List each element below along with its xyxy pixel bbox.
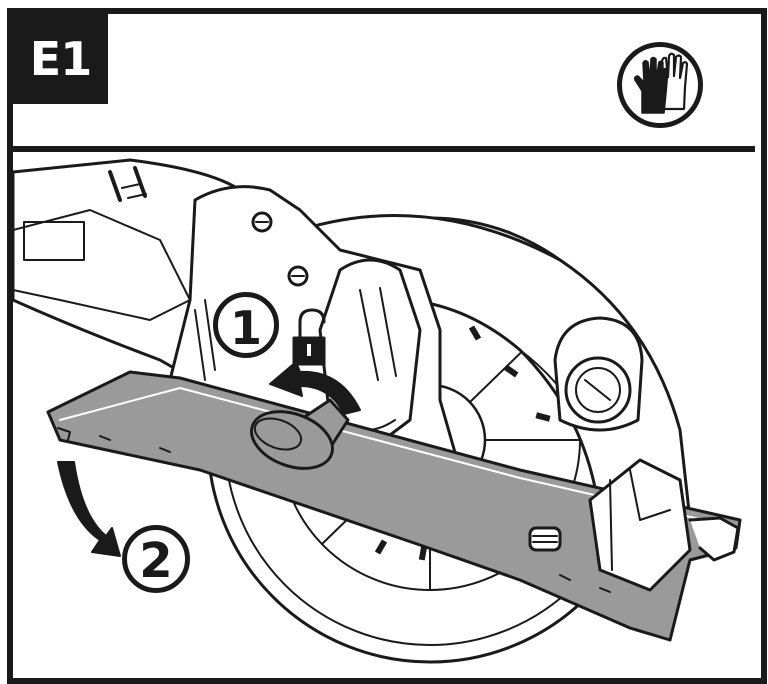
callout-step-1: 1 [213, 292, 279, 358]
front-shoe-bracket [528, 458, 740, 592]
curved-arrow-down-icon [57, 461, 121, 557]
callout-step-2: 2 [122, 525, 190, 593]
protective-gloves-icon [617, 42, 703, 128]
padlock-open-icon [292, 308, 326, 366]
step-label: E1 [13, 14, 108, 104]
curved-arrow-counterclockwise-icon [269, 361, 361, 415]
circular-saw-illustration [13, 158, 755, 672]
saw-drawing [13, 158, 742, 664]
blade-guard [298, 213, 692, 562]
locking-knob [250, 398, 350, 470]
panel-border [7, 8, 767, 684]
depth-knob [553, 316, 644, 432]
header-strip [13, 14, 755, 152]
